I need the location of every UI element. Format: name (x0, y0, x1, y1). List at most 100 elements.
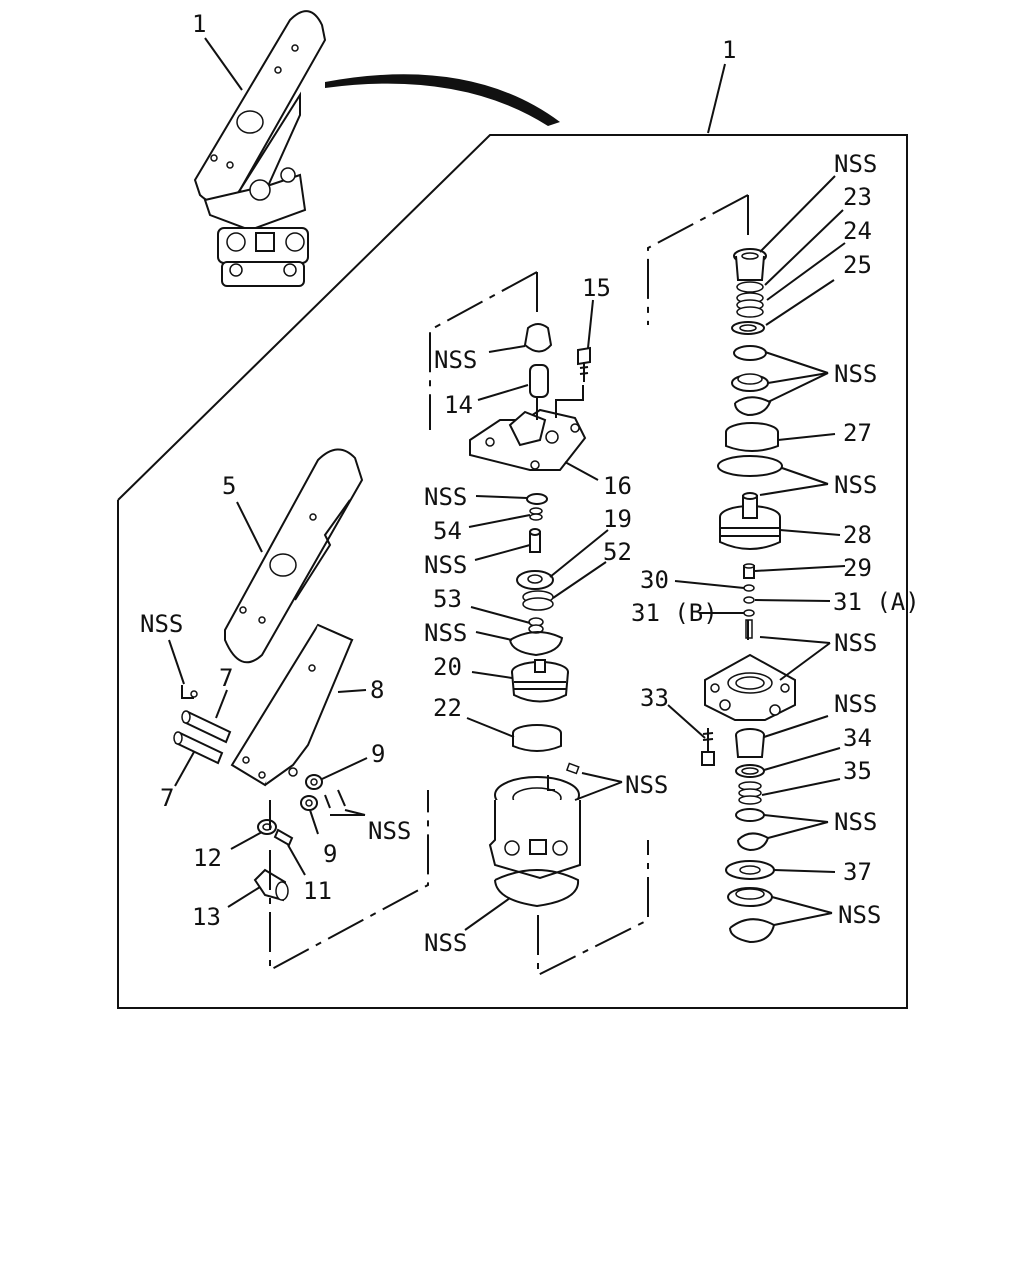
pin-7-upper (181, 710, 232, 744)
label-15: 15 (582, 274, 611, 302)
label-53: 53 (433, 585, 462, 613)
assembly-guides (269, 194, 749, 977)
oring-nss-right (717, 455, 783, 477)
label-nss-cover-right: NSS (834, 629, 877, 657)
oring-nss-center-1 (526, 493, 548, 505)
leader-lines (168, 37, 846, 931)
cotter-pins-nss (324, 789, 346, 809)
body-center (488, 776, 581, 880)
label-25: 25 (843, 251, 872, 279)
collar-nss-top (733, 248, 767, 281)
pin-7-lower (173, 731, 224, 765)
label-nss-rings-upper: NSS (834, 360, 877, 388)
label-27: 27 (843, 419, 872, 447)
washer-30-31a (743, 584, 755, 604)
label-9-upper: 9 (371, 740, 385, 768)
label-12: 12 (193, 844, 222, 872)
label-19: 19 (603, 505, 632, 533)
label-nss-collar: NSS (834, 150, 877, 178)
label-14: 14 (444, 391, 473, 419)
label-nss-body-pin: NSS (625, 771, 668, 799)
bolt-29 (743, 563, 755, 579)
label-nss-valve: NSS (424, 551, 467, 579)
label-54: 54 (433, 517, 462, 545)
spring-24 (736, 292, 764, 318)
ring-nss-right-1 (731, 345, 772, 417)
zoom-arrow (325, 74, 560, 126)
label-23: 23 (843, 183, 872, 211)
ring-22 (512, 724, 562, 752)
washer-25 (731, 321, 765, 335)
boot-nss-top (523, 323, 553, 353)
gasket-nss-body (494, 869, 580, 908)
washer-9-lower (300, 795, 318, 811)
label-29: 29 (843, 554, 872, 582)
label-31a: 31 (A) (833, 588, 920, 616)
label-nss-oring-right: NSS (834, 471, 877, 499)
cotter-pin-nss-left (181, 685, 198, 699)
label-nss-rings-bottom: NSS (838, 901, 881, 929)
label-1-overview: 1 (192, 10, 206, 38)
valve-nss-center (529, 528, 541, 553)
label-11: 11 (303, 877, 332, 905)
piston-20 (511, 659, 569, 703)
label-nss-boot: NSS (434, 346, 477, 374)
label-30: 30 (640, 566, 669, 594)
label-nss-gasket: NSS (424, 929, 467, 957)
label-nss-cotter: NSS (140, 610, 183, 638)
label-nss-plunger: NSS (834, 690, 877, 718)
seat-19 (516, 570, 554, 590)
bracket-8 (230, 623, 354, 787)
overview-pedal-assembly (193, 10, 327, 287)
label-22: 22 (433, 694, 462, 722)
label-28: 28 (843, 521, 872, 549)
rings-nss-bottom (727, 887, 776, 944)
spring-35 (738, 781, 762, 805)
bolt-33 (701, 728, 715, 766)
label-13: 13 (192, 903, 221, 931)
snap-ring-nss-center (509, 631, 564, 657)
label-52: 52 (603, 538, 632, 566)
label-nss-cotter-pins: NSS (368, 817, 411, 845)
label-35: 35 (843, 757, 872, 785)
bolt-15 (577, 346, 591, 382)
washer-9-upper (305, 774, 323, 790)
label-nss-rings-lower: NSS (834, 808, 877, 836)
label-20: 20 (433, 653, 462, 681)
cover-16 (469, 408, 587, 471)
label-33: 33 (640, 684, 669, 712)
pedal-5 (224, 448, 364, 664)
label-16: 16 (603, 472, 632, 500)
label-7-lower: 7 (160, 784, 174, 812)
oring-54 (529, 507, 543, 521)
rings-nss-right-lower (735, 808, 770, 852)
pin-nss-body (547, 762, 580, 791)
spring-52 (522, 590, 554, 611)
label-31b: 31 (B) (631, 599, 718, 627)
label-nss-snap-ring: NSS (424, 619, 467, 647)
label-24: 24 (843, 217, 872, 245)
label-nss-oring: NSS (424, 483, 467, 511)
collar-23 (736, 281, 764, 293)
label-9-lower: 9 (323, 840, 337, 868)
piston-28 (719, 492, 781, 550)
label-8: 8 (370, 676, 384, 704)
boot-stop-14 (529, 364, 549, 398)
spring-53 (528, 617, 544, 634)
label-34: 34 (843, 724, 872, 752)
cover-right (704, 653, 796, 721)
label-37: 37 (843, 858, 872, 886)
nut-12 (257, 819, 277, 835)
plunger-nss (735, 728, 765, 758)
label-5: 5 (222, 472, 236, 500)
stopper-13 (253, 868, 289, 902)
label-1-detail: 1 (722, 36, 736, 64)
washer-37 (725, 860, 775, 880)
label-7-upper: 7 (219, 664, 233, 692)
washer-34 (735, 764, 765, 778)
stud-11 (273, 828, 294, 847)
sleeve-27 (725, 422, 779, 452)
detail-frame (117, 134, 908, 1009)
